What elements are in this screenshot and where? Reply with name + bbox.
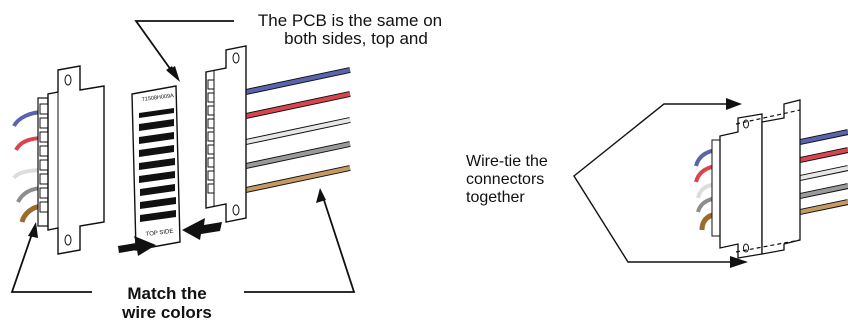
- pcb-note-line1: The PCB is the same on: [258, 11, 442, 30]
- push-arrow-left: [182, 218, 222, 240]
- pcb-note-line2: both sides, top and: [284, 29, 428, 48]
- push-arrow-right: [118, 236, 156, 256]
- wire-tie-bottom: [735, 239, 801, 253]
- match-colors-callout: [10, 188, 356, 293]
- right-connector-housing: [205, 45, 351, 223]
- pcb-part-number: 71508H009A: [142, 93, 175, 103]
- tie-note-line3: together: [466, 189, 525, 206]
- pcb-top-side-label: TOP SIDE: [146, 229, 174, 238]
- match-note-line1: Match the: [127, 284, 206, 303]
- wire-tie-callout: [573, 98, 748, 268]
- tie-note-line1: Wire-tie the: [466, 153, 548, 170]
- pcb-contact-pads: [139, 108, 176, 222]
- match-note-line2: wire colors: [121, 303, 212, 322]
- pcb-callout: [134, 20, 234, 82]
- wire-tie-top: [735, 109, 801, 125]
- left-connector-housing: [12, 65, 105, 255]
- pcb-board: 71508H009A TOP SIDE: [131, 85, 181, 251]
- assembled-connector: [694, 99, 848, 259]
- tie-note-line2: connectors: [466, 171, 544, 188]
